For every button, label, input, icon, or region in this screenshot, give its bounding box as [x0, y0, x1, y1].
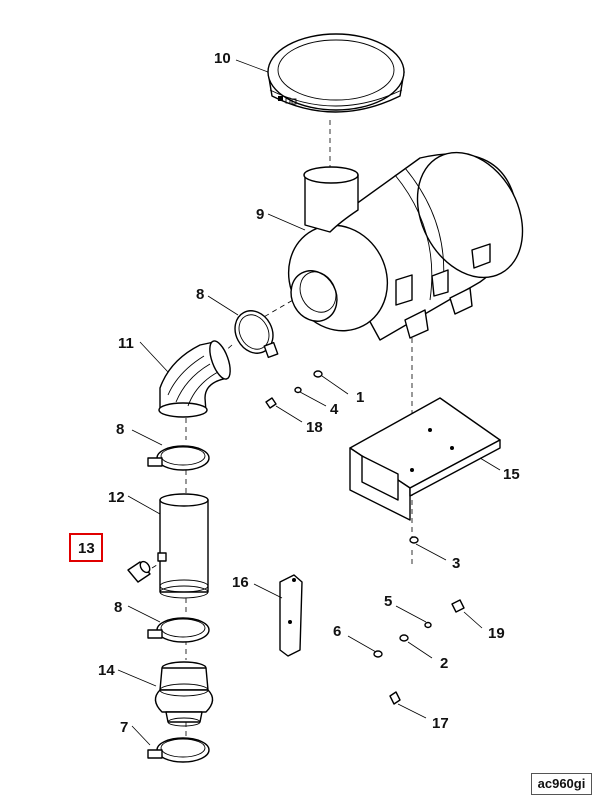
part-10-cover[interactable]	[267, 33, 405, 113]
callout-13-label: 13	[78, 540, 95, 557]
callout-18: 18	[306, 419, 323, 436]
callout-14: 14	[98, 662, 115, 679]
part-16-strap[interactable]	[279, 574, 303, 657]
callout-labels: 10 9 8 11 1 4 18 8 15 12 3 16 5 8 19 6 2…	[98, 50, 520, 736]
leader-lines	[117, 59, 501, 746]
callout-15: 15	[503, 466, 520, 483]
part-9-filter-housing[interactable]	[270, 134, 543, 348]
callout-9: 9	[256, 206, 264, 223]
part-13-indicator[interactable]	[127, 560, 152, 583]
callout-8: 8	[116, 421, 124, 438]
part-15-bracket[interactable]	[349, 397, 501, 521]
drawing-reference-code: ac960gi	[531, 773, 592, 795]
callout-8: 8	[196, 286, 204, 303]
callout-8: 8	[114, 599, 122, 616]
callout-16: 16	[232, 574, 249, 591]
part-7-clamp[interactable]	[147, 737, 210, 763]
callout-4: 4	[330, 401, 339, 418]
hardware-small-parts	[265, 370, 465, 705]
callout-6: 6	[333, 623, 341, 640]
part-14-reducer[interactable]	[154, 661, 214, 727]
callout-12: 12	[108, 489, 125, 506]
part-8-clamp-middle[interactable]	[147, 445, 210, 471]
callout-1: 1	[356, 389, 364, 406]
callout-11: 11	[118, 335, 134, 352]
callout-7: 7	[120, 719, 128, 736]
part-12-pipe[interactable]	[157, 493, 209, 599]
callout-2: 2	[440, 655, 448, 672]
highlighted-callout-13[interactable]: 13	[69, 533, 103, 562]
part-8-clamp-lower[interactable]	[147, 617, 210, 643]
callout-19: 19	[488, 625, 505, 642]
callout-3: 3	[452, 555, 460, 572]
part-11-elbow[interactable]	[158, 338, 234, 418]
part-8-clamp-upper[interactable]	[228, 304, 280, 360]
callout-5: 5	[384, 593, 392, 610]
callout-10: 10	[214, 50, 231, 67]
callout-17: 17	[432, 715, 449, 732]
